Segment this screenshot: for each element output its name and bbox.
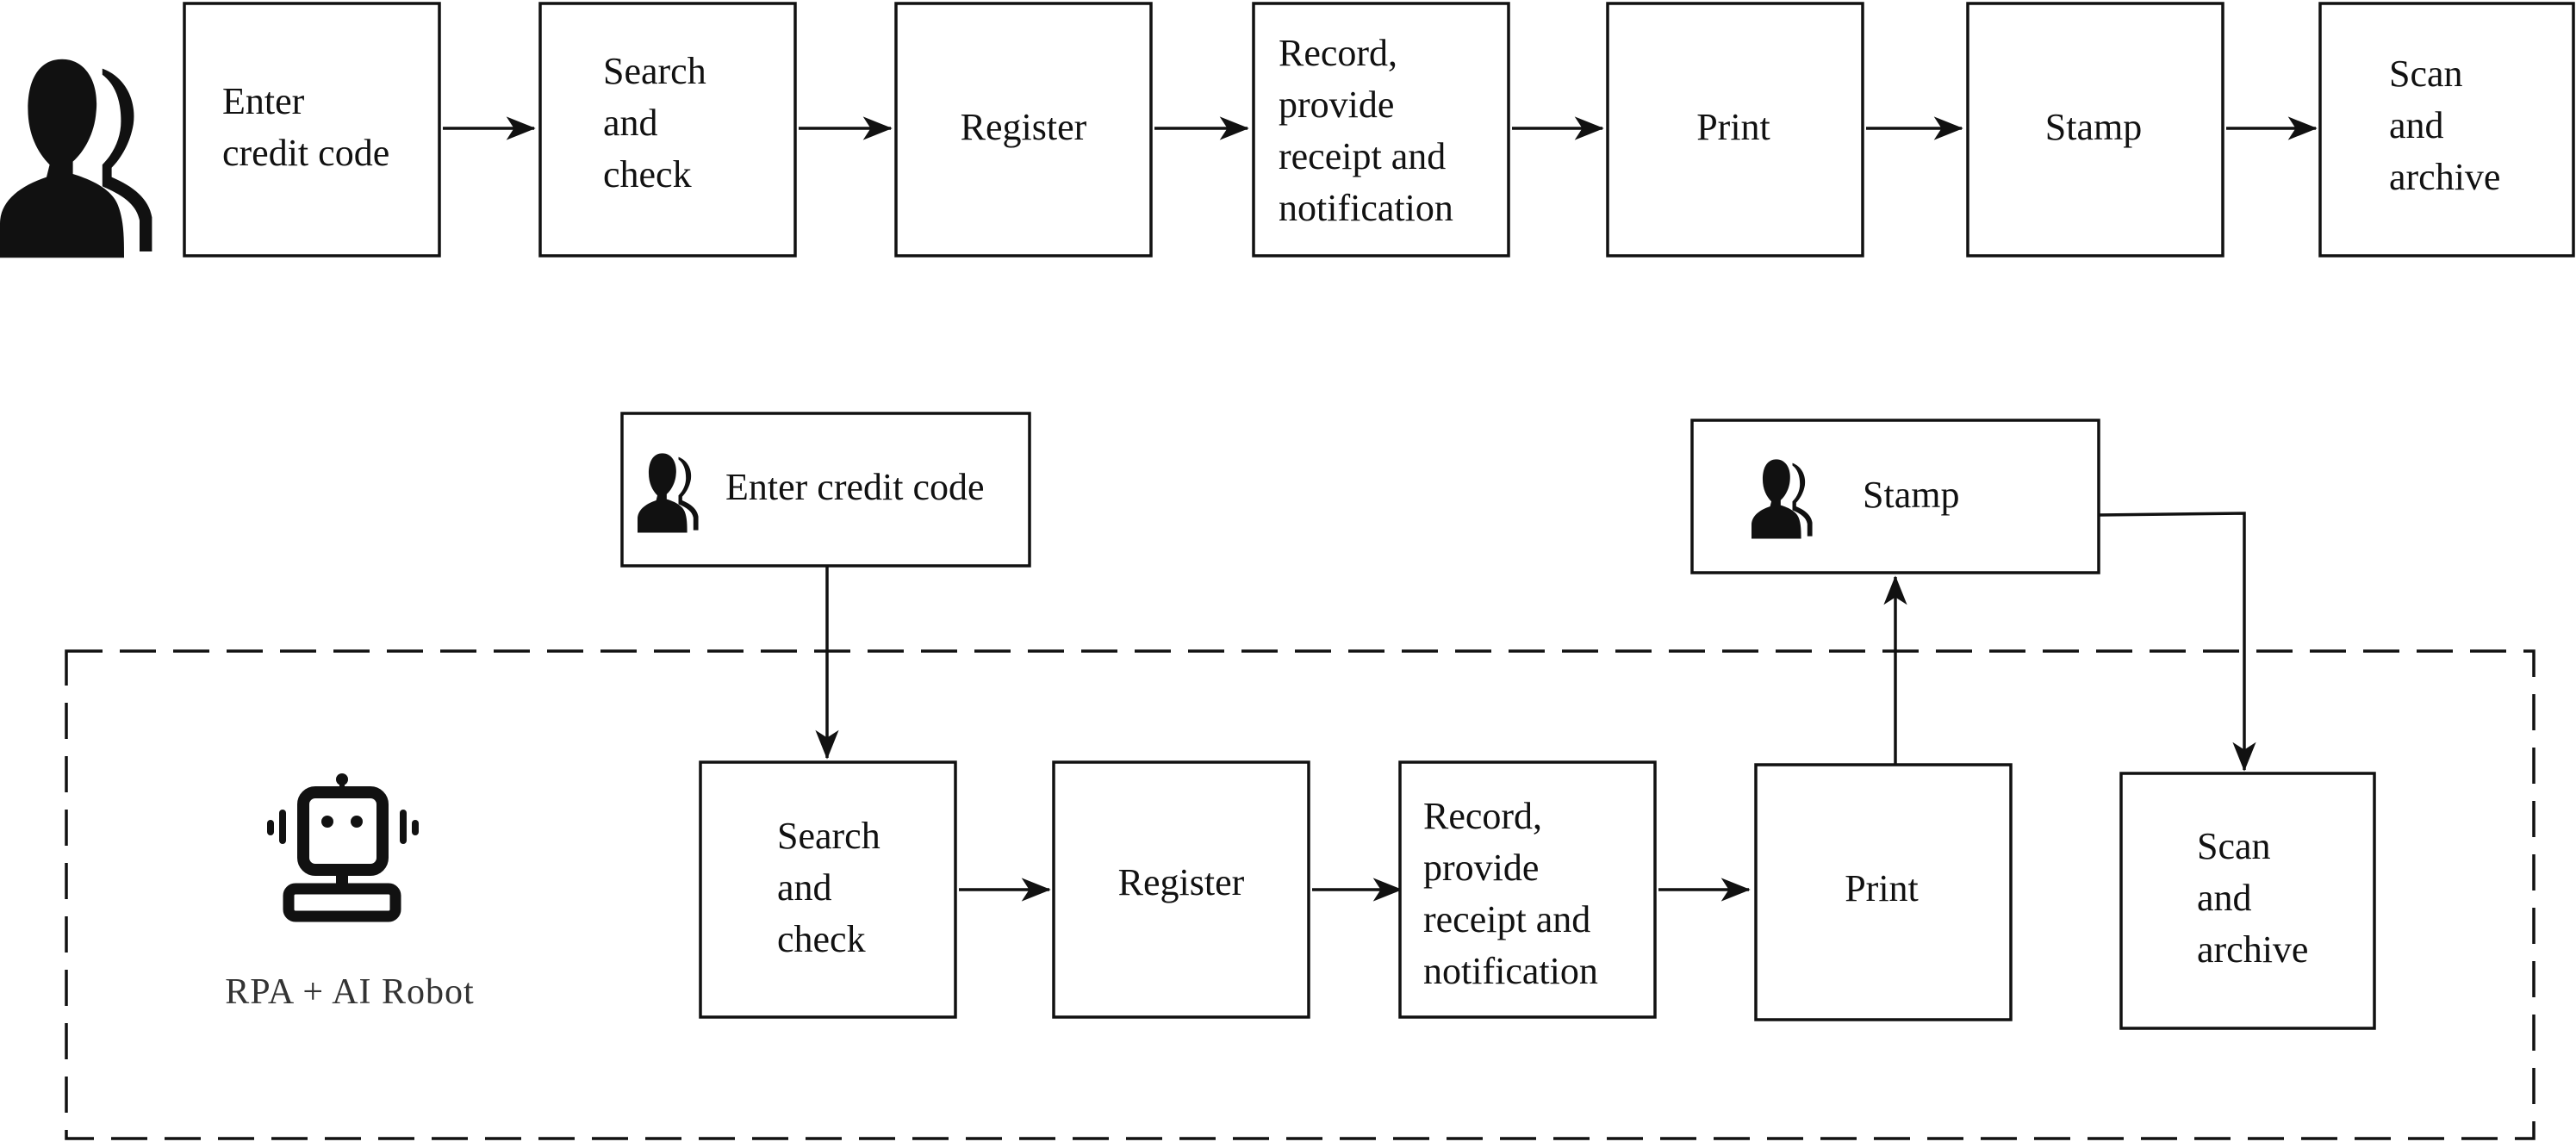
- manual-step-2: Search and check: [538, 2, 797, 258]
- manual-step-2-label: Search and check: [603, 50, 716, 195]
- human-step-2-label: Stamp: [1863, 474, 1959, 516]
- manual-step-1-label: Enter credit code: [222, 80, 389, 174]
- manual-process: Enter credit code Search and check Regis…: [0, 2, 2575, 258]
- automated-process: Enter credit code Stamp: [65, 412, 2536, 1140]
- manual-step-5-label: Print: [1696, 106, 1770, 148]
- manual-step-4: Record, provide receipt and notification: [1252, 2, 1510, 258]
- robot-label: RPA + AI Robot: [225, 972, 474, 1012]
- arrow-stamp-to-scan: [2098, 512, 2256, 772]
- manual-step-5: Print: [1606, 2, 1864, 258]
- robot-step-record: Record, provide receipt and notification: [1398, 760, 1657, 1019]
- robot-step-register: Register: [1052, 760, 1310, 1019]
- robot-step-4-label: Print: [1845, 867, 1919, 909]
- robot-step-3-label: Record, provide receipt and notification: [1423, 795, 1600, 992]
- robot-step-5-label: Scan and archive: [2197, 825, 2308, 971]
- manual-step-6-label: Stamp: [2045, 106, 2142, 148]
- human-step-stamp: Stamp: [1690, 419, 2100, 574]
- robot-step-search-and-check: Search and check: [699, 760, 957, 1019]
- robot-step-2-label: Register: [1118, 861, 1245, 903]
- human-step-1-label: Enter credit code: [725, 466, 985, 508]
- robot-step-1-label: Search and check: [777, 815, 890, 960]
- manual-step-6: Stamp: [1966, 2, 2224, 258]
- manual-step-3: Register: [894, 2, 1153, 258]
- robot-icon: [267, 773, 419, 922]
- manual-step-3-label: Register: [961, 106, 1087, 148]
- manual-step-1: Enter credit code: [183, 2, 441, 258]
- robot-step-print: Print: [1754, 763, 2013, 1021]
- robot-step-scan-and-archive: Scan and archive: [2119, 772, 2376, 1030]
- human-step-enter-credit-code: Enter credit code: [620, 412, 1031, 568]
- manual-step-7: Scan and archive: [2318, 2, 2575, 258]
- users-icon: [0, 59, 152, 258]
- manual-step-4-label: Record, provide receipt and notification: [1279, 32, 1455, 229]
- manual-step-7-label: Scan and archive: [2389, 53, 2500, 198]
- robot-zone-boundary: [65, 649, 2536, 1140]
